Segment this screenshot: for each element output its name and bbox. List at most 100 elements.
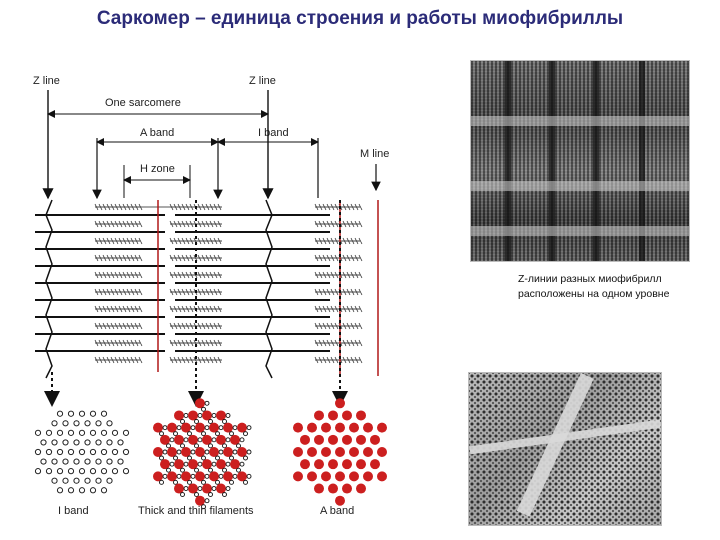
myosin-filament-dot bbox=[181, 447, 191, 457]
actin-filament-dot bbox=[201, 455, 206, 461]
myosin-filament-dot bbox=[237, 422, 247, 433]
actin-filament-dot bbox=[180, 443, 185, 449]
actin-filament-dot bbox=[100, 487, 108, 494]
thick-thin-label: Thick and thin filaments bbox=[138, 505, 254, 517]
actin-filament-dot bbox=[222, 492, 227, 497]
actin-filament-dot bbox=[208, 419, 213, 424]
actin-filament-dot bbox=[84, 439, 91, 446]
actin-filament-dot bbox=[204, 498, 210, 504]
myosin-segment bbox=[169, 356, 222, 364]
myosin-filament-dot bbox=[167, 471, 177, 482]
actin-filament-dot bbox=[229, 455, 234, 461]
myosin-filament-dot bbox=[300, 434, 310, 445]
actin-filament-dot bbox=[239, 437, 245, 443]
myosin-filament-dot bbox=[181, 422, 191, 433]
myosin-filament-dot bbox=[209, 422, 219, 433]
myosin-filament-dot bbox=[223, 422, 233, 433]
actin-filament-dot bbox=[239, 461, 245, 467]
myosin-filament-dot bbox=[202, 483, 212, 494]
m-line-label: M line bbox=[360, 148, 389, 160]
actin-filament-dot bbox=[45, 429, 53, 436]
actin-filament-dot bbox=[183, 413, 189, 418]
actin-filament-dot bbox=[218, 449, 224, 455]
micrograph-cross-section bbox=[468, 372, 662, 526]
myosin-filament-dot bbox=[300, 459, 310, 470]
actin-filament-dot bbox=[211, 437, 217, 443]
myosin-heads bbox=[94, 203, 363, 364]
myosin-segment bbox=[94, 220, 143, 228]
myosin-filament-dot bbox=[377, 471, 387, 482]
z-line-right-label: Z line bbox=[249, 75, 276, 87]
actin-filament-dot bbox=[183, 486, 189, 491]
actin-filament-dot bbox=[51, 439, 58, 446]
actin-filament-dot bbox=[162, 425, 168, 431]
actin-filament-dot bbox=[67, 468, 75, 475]
actin-filament-dot bbox=[194, 443, 199, 449]
actin-filament-dot bbox=[204, 425, 210, 431]
actin-filament-dot bbox=[34, 429, 42, 436]
actin-filament-dot bbox=[62, 477, 69, 484]
actin-filament-dot bbox=[159, 431, 164, 437]
actin-filament-dot bbox=[89, 448, 97, 456]
myosin-segment bbox=[94, 322, 143, 330]
actin-filament-dot bbox=[176, 473, 182, 479]
actin-filament-dot bbox=[73, 420, 80, 427]
actin-filament-dot bbox=[89, 487, 97, 494]
myosin-filament-dot bbox=[153, 422, 163, 433]
myosin-filament-dot bbox=[223, 471, 233, 482]
actin-filament-dot bbox=[187, 479, 192, 485]
myosin-filament-dot bbox=[335, 495, 345, 506]
actin-filament-dot bbox=[34, 468, 42, 475]
actin-filament-dot bbox=[51, 477, 58, 484]
actin-filament-dot bbox=[176, 449, 182, 455]
myosin-filament-dot bbox=[356, 410, 366, 421]
actin-filament-dot bbox=[78, 487, 86, 494]
actin-filament-dot bbox=[73, 477, 80, 484]
actin-filament-dot bbox=[211, 486, 217, 491]
myosin-filament-dot bbox=[188, 434, 198, 445]
actin-filament-dot bbox=[106, 477, 113, 484]
myosin-filament-dot bbox=[321, 447, 331, 457]
myosin-filament-dot bbox=[377, 422, 387, 433]
actin-filament-dot bbox=[89, 468, 97, 475]
myosin-filament-dot bbox=[342, 410, 352, 421]
myosin-filament-dot bbox=[363, 422, 373, 433]
actin-filament-dot bbox=[67, 487, 75, 494]
myosin-filament-dot bbox=[328, 434, 338, 445]
actin-filament-dot bbox=[56, 468, 64, 475]
cross-section-i-band bbox=[34, 410, 130, 494]
myosin-filament-dot bbox=[167, 447, 177, 457]
actin-filament-dot bbox=[100, 448, 108, 456]
actin-filament-dot bbox=[194, 492, 199, 497]
actin-filament-dot bbox=[190, 473, 196, 479]
myosin-filament-dot bbox=[370, 434, 380, 445]
myosin-filament-dot bbox=[328, 459, 338, 470]
actin-filament-dot bbox=[84, 420, 91, 427]
micrograph-caption: Z-линии разных миофибрилл расположены на… bbox=[518, 272, 718, 302]
one-sarcomere-label: One sarcomere bbox=[105, 97, 181, 109]
actin-filament-dot bbox=[89, 429, 97, 436]
actin-filament-dot bbox=[173, 479, 178, 485]
myosin-segment bbox=[169, 254, 222, 262]
myosin-filament-dot bbox=[160, 459, 170, 470]
actin-filament-dot bbox=[100, 468, 108, 475]
actin-filament-dot bbox=[117, 439, 124, 446]
actin-filament-dot bbox=[222, 443, 227, 449]
actin-filament-dot bbox=[169, 461, 175, 467]
myosin-segment bbox=[94, 271, 143, 279]
actin-filament-dot bbox=[62, 420, 69, 427]
actin-filament-dot bbox=[222, 467, 227, 473]
actin-filament-dot bbox=[232, 425, 238, 431]
actin-filament-dot bbox=[208, 492, 213, 497]
actin-filament-dot bbox=[197, 486, 203, 491]
myosin-filament-dot bbox=[216, 483, 226, 494]
actin-filament-dot bbox=[225, 461, 231, 467]
actin-filament-dot bbox=[201, 504, 206, 510]
myosin-filament-dot bbox=[167, 422, 177, 433]
actin-filament-dot bbox=[229, 479, 234, 485]
myosin-segment bbox=[314, 356, 363, 364]
actin-filament-dot bbox=[243, 479, 248, 485]
actin-filament-dot bbox=[40, 439, 47, 446]
actin-filament-dot bbox=[204, 473, 210, 479]
actin-filament-dot bbox=[180, 492, 185, 497]
